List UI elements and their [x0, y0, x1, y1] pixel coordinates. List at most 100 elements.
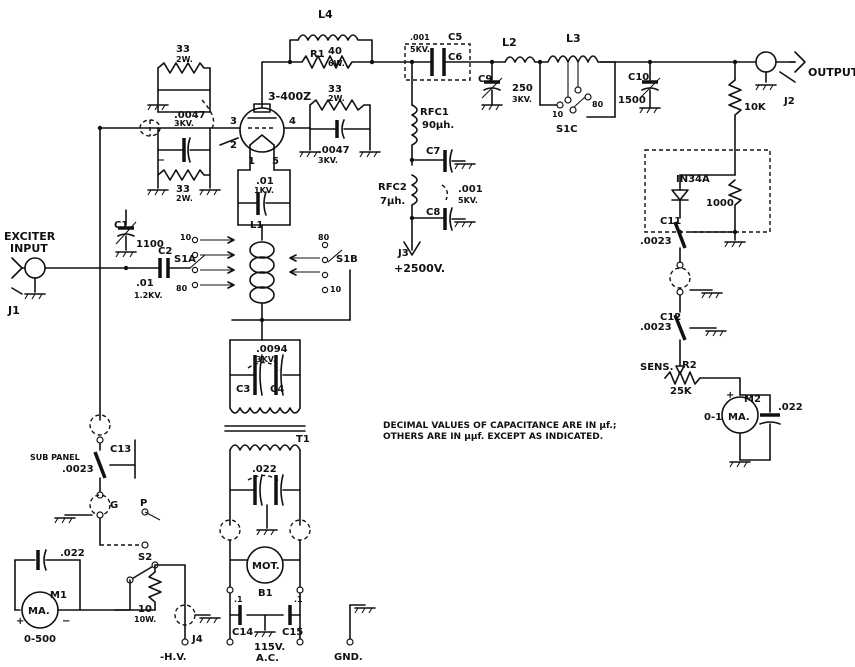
- c11-label: C11: [660, 216, 681, 227]
- c14-label: C14: [232, 627, 253, 638]
- r-right-rating: 2W.: [328, 94, 345, 103]
- bypass-value: .001: [458, 184, 483, 195]
- m2-meter-text: MA.: [728, 412, 750, 423]
- r2-value: 25K: [670, 386, 693, 397]
- l3-label: L3: [566, 32, 581, 45]
- mains-voltage: 115V.: [254, 642, 285, 653]
- r-1000-label: 1000: [706, 198, 734, 209]
- c-grid-value: .0047: [174, 110, 206, 121]
- c9-label: C9: [478, 74, 492, 85]
- c15-label: C15: [282, 627, 303, 638]
- r-bottom-left-value: 33: [176, 184, 190, 195]
- l4-label: L4: [318, 8, 333, 21]
- l1-label: L1: [250, 220, 263, 231]
- pin-3: 3: [230, 116, 237, 127]
- hv-supply-label: +2500V.: [394, 262, 445, 275]
- c1-label: C1: [114, 220, 128, 231]
- c6-label: C6: [448, 52, 462, 63]
- m1-plus: +: [16, 616, 24, 627]
- c9-rating: 3KV.: [512, 95, 532, 104]
- c7-label: C7: [426, 146, 440, 157]
- s1c-pos-80: 80: [592, 100, 604, 109]
- c-right-rating: 3KV.: [318, 156, 338, 165]
- switch-g-label: G: [110, 500, 118, 511]
- m1-minus: −: [62, 616, 70, 627]
- c14-value: .1: [234, 595, 243, 604]
- plate-rail: [261, 34, 806, 118]
- j1-label: J1: [7, 304, 20, 317]
- bypass-rating: 5KV.: [458, 196, 478, 205]
- rfc2-value: 7µh.: [380, 196, 405, 207]
- motor-label: MOT.: [252, 561, 280, 572]
- rfc1-value: 90µh.: [422, 120, 454, 131]
- s1a-label: S1A: [174, 254, 196, 265]
- r-top-left-value: 33: [176, 44, 190, 55]
- s1a-pos-80: 80: [176, 284, 188, 293]
- c5-rating: 5KV.: [410, 45, 430, 54]
- r2-label: R2: [682, 360, 697, 371]
- sub-panel-label: SUB PANEL: [30, 453, 80, 462]
- c2-value: .01: [136, 278, 154, 289]
- m1-cap-value: .022: [60, 548, 85, 559]
- c5-value: .001: [410, 33, 430, 42]
- c-right-value: .0047: [318, 145, 350, 156]
- c8-label: C8: [426, 207, 440, 218]
- input-network: [11, 209, 351, 341]
- b1-label: B1: [258, 588, 273, 599]
- sens-label: SENS.: [640, 362, 673, 373]
- rfc2-label: RFC2: [378, 182, 407, 193]
- c9-value: 250: [512, 83, 533, 94]
- c-filament-value: .01: [256, 176, 274, 187]
- s1b-label: S1B: [336, 254, 358, 265]
- m2-plus: +: [726, 390, 734, 401]
- switch-p-label: P: [140, 498, 147, 509]
- c-t-value: .022: [252, 464, 277, 475]
- input-label: INPUT: [10, 242, 48, 255]
- neg-hv-label: -H.V.: [160, 652, 187, 663]
- c3-label: C3: [236, 384, 250, 395]
- c2-rating: 1.2KV.: [134, 291, 163, 300]
- c4-label: C4: [270, 384, 284, 395]
- s1c-label: S1C: [556, 124, 578, 135]
- labels: L4 R1 40 6W. 3-400Z 3 4 2 1 5 33 2W. .00…: [4, 8, 855, 664]
- shunt-rating: 10W.: [134, 615, 156, 624]
- cap-note-line-1: DECIMAL VALUES OF CAPACITANCE ARE IN µf.…: [383, 421, 616, 431]
- shunt-value: 10: [138, 604, 152, 615]
- grid-meter-chain: [14, 414, 221, 646]
- c10-label: C10: [628, 72, 649, 83]
- gnd-label: GND.: [334, 652, 363, 663]
- m1-meter-text: MA.: [28, 606, 50, 617]
- pin-2: 2: [230, 140, 237, 151]
- c11-value: .0023: [640, 236, 672, 247]
- r-bottom-left-rating: 2W.: [176, 194, 193, 203]
- s1b-pos-10: 10: [330, 285, 342, 294]
- junction-dots: [97, 59, 738, 323]
- c34-rating: 3KV.: [256, 355, 276, 364]
- j2-label: J2: [783, 96, 795, 107]
- cap-note-line-2: OTHERS ARE IN µµf. EXCEPT AS INDICATED.: [383, 432, 603, 442]
- grid-circuit: [99, 62, 221, 421]
- c13-value: .0023: [62, 464, 94, 475]
- r-top-left-rating: 2W.: [176, 55, 193, 64]
- m2-range: 0-1: [704, 412, 722, 423]
- l2-label: L2: [502, 36, 517, 49]
- r1-value: 40: [328, 46, 342, 57]
- c2-label: C2: [158, 246, 172, 257]
- r1-rating: 6W.: [328, 59, 345, 68]
- r-10k-label: 10K: [744, 102, 767, 113]
- c10-value: 1500: [618, 95, 646, 106]
- hv-feed: [403, 61, 476, 256]
- exciter-label: EXCITER: [4, 230, 56, 243]
- tube-label: 3-400Z: [268, 90, 311, 103]
- output-label: OUTPUT: [808, 66, 855, 79]
- c13-label: C13: [110, 444, 131, 455]
- s1b-pos-80: 80: [318, 233, 330, 242]
- t1-label: T1: [296, 434, 310, 445]
- m1-range: 0-500: [24, 634, 56, 645]
- j4-label: J4: [191, 634, 203, 645]
- r1-label: R1: [310, 49, 325, 60]
- pin-4: 4: [289, 116, 296, 127]
- c15-value: .1: [294, 595, 303, 604]
- s2-label: S2: [138, 552, 152, 563]
- rfc1-label: RFC1: [420, 107, 449, 118]
